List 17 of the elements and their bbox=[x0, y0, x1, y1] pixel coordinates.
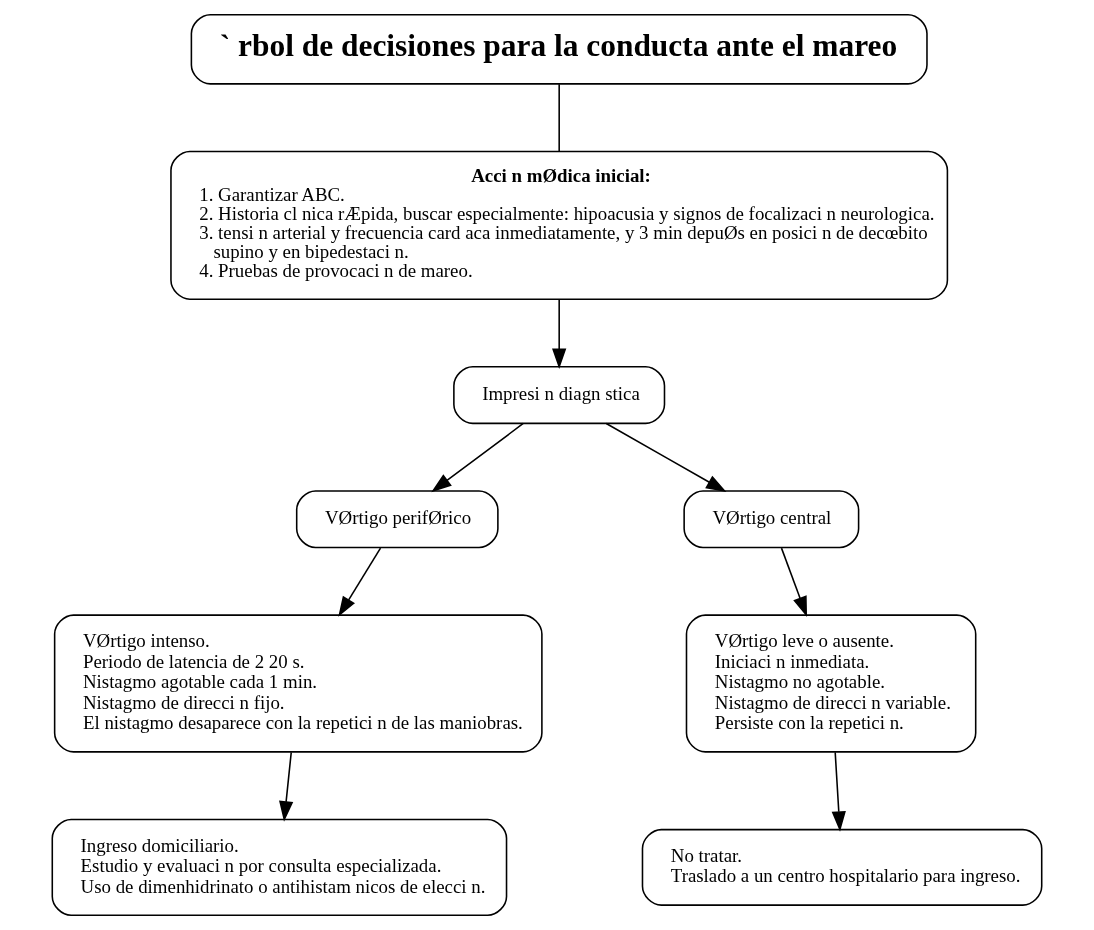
arrow bbox=[338, 547, 382, 617]
arrow bbox=[605, 422, 727, 493]
connector bbox=[558, 83, 560, 152]
arrow bbox=[831, 751, 846, 832]
arrow bbox=[431, 422, 525, 493]
arrow bbox=[552, 298, 567, 369]
node-box: VØrtigo central bbox=[683, 490, 860, 549]
arrow bbox=[780, 547, 808, 618]
node-box: Impresi n diagn stica bbox=[453, 365, 666, 425]
node-box: No tratar. Traslado a un centro hospitalario para ingreso. bbox=[641, 828, 1043, 906]
node-box: Acci n mØdica inicial: 1. Garantizar ABC. 2. Historia cl nica rÆpida, buscar especialmente: hipoacusia y signos de focalizaci n neurologica. 3. tensi n arterial y frecuencia card aca inmediatamente, y 3 min depuØs en posici n de decœbito supino y en bipedestaci n. 4. Pruebas de provocaci n de mareo. bbox=[170, 150, 949, 300]
node-box: VØrtigo leve o ausente. Iniciaci n inmediata. Nistagmo no agotable. Nistagmo de direcci n variable. Persiste con la repetici n. bbox=[685, 614, 977, 753]
node-box: Ingreso domiciliario. Estudio y evaluaci n por consulta especializada. Uso de dimenhidrinato o antihistam nicos de elecci n. bbox=[51, 818, 508, 917]
arrow bbox=[279, 751, 294, 822]
node-box: ` rbol de decisiones para la conducta ante el mareo bbox=[190, 13, 928, 85]
node-box: VØrtigo intenso. Periodo de latencia de 2 20 s. Nistagmo agotable cada 1 min. Nistagmo de direcci n fijo. El nistagmo desaparece con la repetici n de las maniobras. bbox=[53, 614, 543, 753]
node-box: VØrtigo perifØrico bbox=[295, 490, 499, 549]
